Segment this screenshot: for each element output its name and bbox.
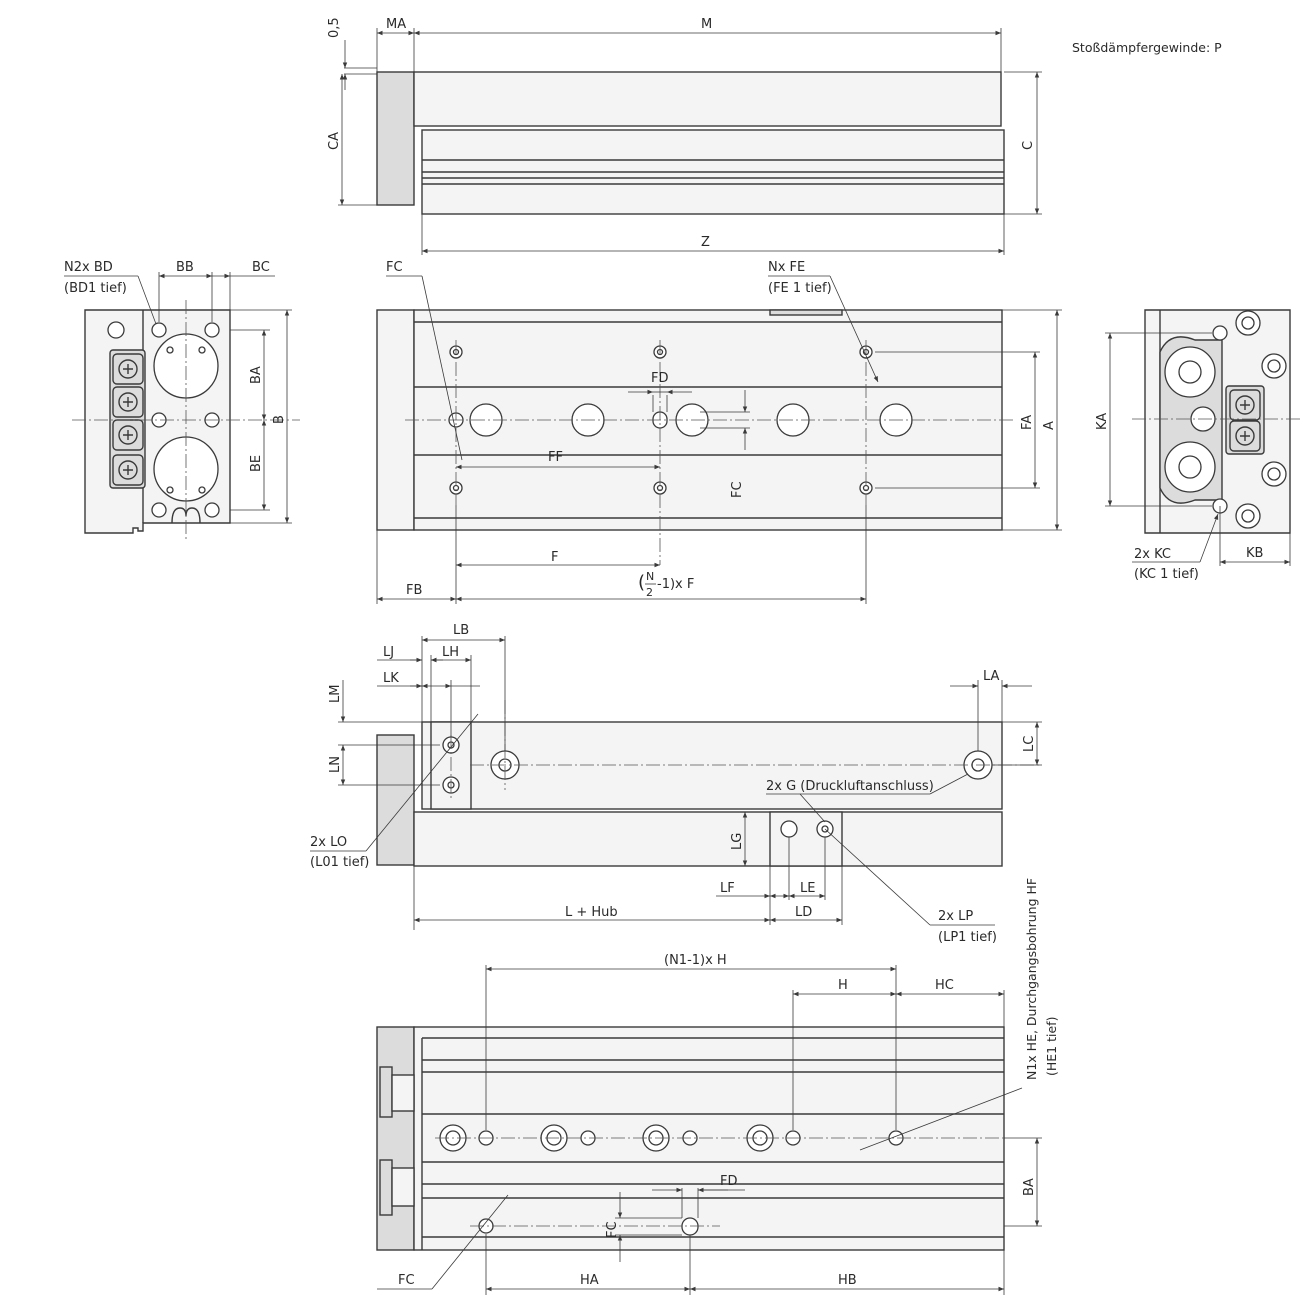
side-view: LB LJ LH LK LM LN LA LC 2x G (Drucklufta… xyxy=(310,623,1042,945)
svg-text:2: 2 xyxy=(646,586,653,599)
dim-LJ: LJ xyxy=(383,645,394,660)
dim-LA: LA xyxy=(983,669,1000,684)
callout-2x-kc: 2x KC xyxy=(1134,547,1171,562)
dim-F: F xyxy=(551,550,558,565)
dim-LH: LH xyxy=(442,645,459,660)
dim-A: A xyxy=(1042,421,1057,430)
dim-H: H xyxy=(838,978,848,993)
dim-BE: BE xyxy=(249,455,264,472)
callout-he1-tief: (HE1 tief) xyxy=(1044,1017,1059,1076)
dim-LK: LK xyxy=(383,671,399,686)
dim-HC: HC xyxy=(935,978,954,993)
callout-2x-g: 2x G (Druckluftanschluss) xyxy=(766,779,934,794)
dim-M: M xyxy=(701,17,712,32)
dim-n-half-minus-one-f: ( N 2 -1)x F xyxy=(638,570,694,599)
dim-B: B xyxy=(272,415,287,424)
dim-HB: HB xyxy=(838,1273,857,1288)
dim-LN: LN xyxy=(328,756,343,773)
callout-fe1-tief: (FE 1 tief) xyxy=(768,281,832,296)
dim-LE: LE xyxy=(800,881,815,896)
callout-2x-lp: 2x LP xyxy=(938,909,973,924)
dim-0-5: 0,5 xyxy=(327,17,342,38)
dim-FD-front: FD xyxy=(651,371,669,386)
front-view: FC Nx FE (FE 1 tief) FD FF FC FA A F FB … xyxy=(376,260,1062,604)
callout-lp1-tief: (LP1 tief) xyxy=(938,930,997,945)
callout-n1x-he: N1x HE, Durchgangsbohrung HF xyxy=(1024,878,1039,1080)
dim-LC: LC xyxy=(1022,736,1037,752)
shock-thread-note: Stoßdämpfergewinde: P xyxy=(1072,40,1222,55)
top-view: 0,5 MA M CA C Z xyxy=(327,17,1042,255)
svg-text:(: ( xyxy=(638,572,645,593)
top-view-upper-body xyxy=(413,71,1002,127)
callout-kc1-tief: (KC 1 tief) xyxy=(1134,567,1199,582)
dim-LB: LB xyxy=(453,623,469,638)
dim-MA: MA xyxy=(386,17,406,32)
left-end-view: N2x BD (BD1 tief) BB BC BA BE B xyxy=(64,260,300,540)
dim-FA: FA xyxy=(1020,415,1035,430)
dim-FC-front: FC xyxy=(730,481,745,498)
callout-nx-fe: Nx FE xyxy=(768,260,805,275)
bottom-view: (N1-1)x H H HC N1x HE, Durchgangsbohrung… xyxy=(376,878,1059,1295)
callout-lo1-tief: (L01 tief) xyxy=(310,855,369,870)
dim-C: C xyxy=(1021,141,1036,150)
svg-text:-1)x F: -1)x F xyxy=(657,577,694,592)
dim-LM: LM xyxy=(328,685,343,703)
dim-BA-bottom: BA xyxy=(1022,1178,1037,1196)
dim-CA: CA xyxy=(327,132,342,150)
callout-FC-front: FC xyxy=(386,260,403,275)
callout-bd1-tief: (BD1 tief) xyxy=(64,281,127,296)
callout-n2x-bd: N2x BD xyxy=(64,260,113,275)
dim-HA: HA xyxy=(580,1273,599,1288)
dim-L-hub: L + Hub xyxy=(565,905,618,920)
dim-FC-bottom: FC xyxy=(605,1221,620,1238)
dim-KA: KA xyxy=(1095,413,1110,430)
dim-Z: Z xyxy=(701,235,710,250)
dim-FD-bottom: FD xyxy=(720,1174,738,1189)
dim-LG: LG xyxy=(730,833,745,850)
dim-KB: KB xyxy=(1246,546,1263,561)
dim-BC: BC xyxy=(252,260,270,275)
dim-LF: LF xyxy=(720,881,735,896)
dim-BB: BB xyxy=(176,260,194,275)
dim-n1-minus-1-h: (N1-1)x H xyxy=(664,953,727,968)
dim-FF: FF xyxy=(548,450,563,465)
callout-2x-lo: 2x LO xyxy=(310,835,347,850)
svg-text:N: N xyxy=(646,570,654,583)
dim-BA-left: BA xyxy=(249,366,264,384)
top-view-end-plate xyxy=(376,71,415,206)
right-end-view: KA 2x KC (KC 1 tief) KB xyxy=(1095,309,1300,582)
dim-FB: FB xyxy=(406,583,422,598)
callout-FC-bottom: FC xyxy=(398,1273,415,1288)
dim-LD: LD xyxy=(795,905,812,920)
